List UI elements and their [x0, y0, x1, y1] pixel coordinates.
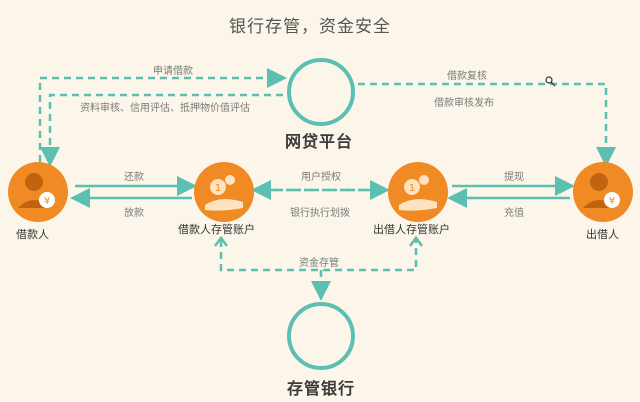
repay-label: 还款: [124, 172, 144, 183]
svg-text:¥: ¥: [609, 196, 615, 207]
disburse-label: 放款: [124, 208, 144, 219]
borrower-account-label: 借款人存管账户: [178, 223, 255, 236]
lender-account-coin-hand-icon: 1: [388, 162, 448, 222]
lender-account-label: 出借人存管账户: [373, 223, 450, 236]
svg-text:1: 1: [215, 183, 221, 194]
cursor-icon: [545, 76, 556, 87]
platform-circle-icon: [287, 58, 355, 126]
publish-arrow: [358, 82, 616, 167]
loan-publish-label: 借款审核发布: [434, 98, 494, 109]
svg-text:¥: ¥: [44, 196, 50, 207]
custody-connector: [219, 240, 418, 272]
bank-transfer-label: 银行执行划拨: [290, 208, 350, 219]
loan-review-label: 借款复核: [447, 71, 487, 82]
user-auth-label: 用户授权: [301, 172, 341, 183]
review-label: 资料审核、信用评估、抵押物价值评估: [80, 103, 250, 114]
lender-person-icon: ¥: [573, 162, 633, 222]
custody-left-head: [214, 235, 228, 247]
apply-loan-label: 申请借款: [153, 66, 193, 77]
platform-label: 网贷平台: [285, 132, 354, 151]
fund-custody-label: 资金存管: [299, 258, 339, 269]
bank-label: 存管银行: [287, 379, 356, 398]
apply-loan-arrow: [38, 68, 287, 162]
lender-label: 出借人: [586, 228, 619, 241]
bank-circle-icon: [287, 302, 355, 370]
diagram-title: 银行存管，资金安全: [229, 17, 391, 37]
borrower-label: 借款人: [16, 228, 49, 241]
borrower-person-icon: ¥: [8, 162, 68, 222]
custody-right-head: [409, 235, 423, 247]
recharge-label: 充值: [504, 208, 524, 219]
review-arrow: [40, 93, 283, 167]
withdraw-label: 提现: [504, 172, 524, 183]
svg-text:1: 1: [409, 183, 415, 194]
borrower-account-coin-hand-icon: 1: [194, 162, 254, 222]
